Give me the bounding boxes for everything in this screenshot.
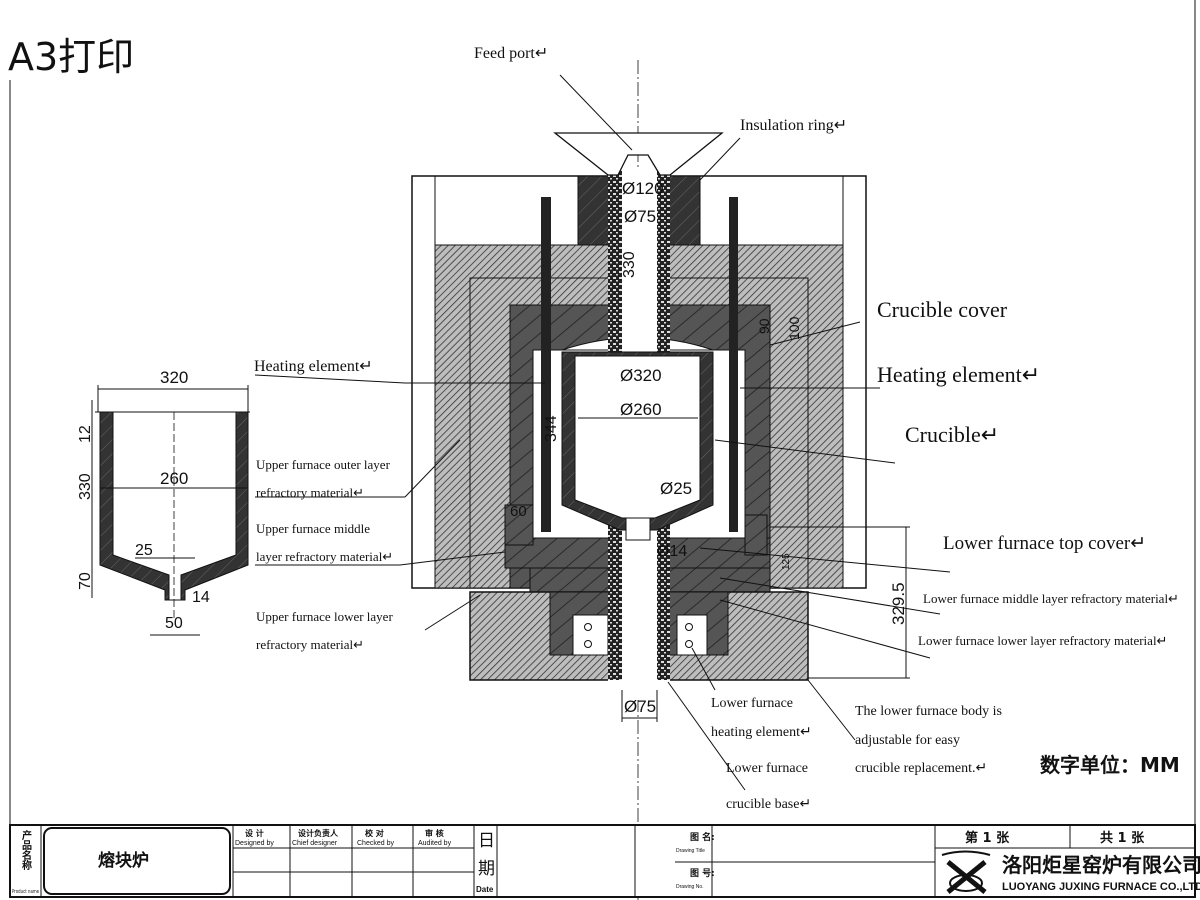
label-insulation-ring: Insulation ring↵ — [740, 117, 847, 134]
svg-text:adjustable for easy: adjustable for easy — [855, 733, 960, 748]
units-note: 数字单位：MM — [1040, 753, 1180, 777]
callout-labels: Feed port↵ Insulation ring↵ Crucible cov… — [254, 45, 1180, 812]
svg-text:Ø260: Ø260 — [620, 400, 662, 419]
print-size-label: A3打印 — [8, 35, 134, 79]
svg-text:50: 50 — [165, 615, 183, 632]
svg-text:330: 330 — [621, 251, 638, 278]
svg-text:crucible replacement.↵: crucible replacement.↵ — [855, 761, 987, 776]
svg-text:Ø25: Ø25 — [660, 479, 692, 498]
svg-text:Designed by: Designed by — [235, 840, 274, 847]
svg-text:layer refractory material↵: layer refractory material↵ — [256, 549, 393, 564]
svg-text:Ø75: Ø75 — [624, 697, 656, 716]
svg-text:共 1 张: 共 1 张 — [1100, 830, 1145, 846]
label-heating-element-right: Heating element↵ — [877, 362, 1040, 387]
main-dimensions: Ø120 Ø75 330 90 100 Ø320 Ø260 344 Ø25 60… — [510, 179, 910, 722]
feed-hopper — [553, 132, 724, 176]
svg-text:日: 日 — [478, 831, 495, 851]
label-crucible-cover: Crucible cover — [877, 297, 1008, 322]
svg-text:90: 90 — [756, 318, 772, 334]
svg-text:70: 70 — [77, 572, 94, 590]
svg-text:100: 100 — [786, 316, 802, 340]
label-feed-port: Feed port↵ — [474, 45, 548, 62]
svg-text:Upper furnace outer layer: Upper furnace outer layer — [256, 457, 391, 472]
company-logo — [941, 850, 991, 894]
svg-text:Drawing No.: Drawing No. — [676, 884, 704, 890]
heating-element-left — [541, 197, 551, 532]
svg-text:Date: Date — [476, 885, 494, 894]
svg-text:Upper furnace lower layer: Upper furnace lower layer — [256, 609, 393, 624]
svg-text:260: 260 — [160, 469, 188, 488]
svg-text:Lower furnace lower layer refr: Lower furnace lower layer refractory mat… — [918, 633, 1167, 648]
svg-text:330: 330 — [77, 473, 94, 500]
svg-text:Lower furnace middle layer ref: Lower furnace middle layer refractory ma… — [923, 591, 1179, 606]
svg-text:审 核: 审 核 — [425, 828, 444, 838]
company-name-cn: 洛阳炬星窑炉有限公司 — [1002, 853, 1200, 877]
svg-text:Ø320: Ø320 — [620, 366, 662, 385]
svg-text:Lower furnace: Lower furnace — [726, 761, 808, 776]
svg-text:60: 60 — [510, 503, 527, 520]
svg-text:Lower furnace: Lower furnace — [711, 696, 793, 711]
svg-text:图 名:: 图 名: — [690, 831, 715, 843]
svg-text:crucible base↵: crucible base↵ — [726, 797, 811, 812]
svg-text:第 1 张: 第 1 张 — [965, 830, 1010, 846]
svg-text:Ø120: Ø120 — [622, 179, 664, 198]
label-heating-element-left: Heating element↵ — [254, 358, 373, 375]
lower-heating-element-left — [572, 614, 609, 656]
company-name-en: LUOYANG JUXING FURNACE CO.,LTD — [1002, 881, 1200, 893]
svg-text:Drawing Title: Drawing Title — [676, 848, 705, 854]
title-block: 产品名称 Product name 熔块炉 设 计 Designed by 设计… — [9, 824, 1200, 898]
leader-lines — [254, 74, 951, 791]
svg-text:The lower furnace body is: The lower furnace body is — [855, 704, 1002, 719]
heating-element-right — [729, 197, 738, 532]
svg-text:图 号:: 图 号: — [690, 868, 715, 879]
label-crucible: Crucible↵ — [905, 422, 999, 447]
main-furnace-section — [411, 132, 867, 700]
product-name-label-en: Product name — [12, 889, 39, 895]
svg-text:Upper furnace middle: Upper furnace middle — [256, 521, 370, 536]
svg-text:329.5: 329.5 — [889, 582, 908, 625]
svg-text:设计负责人: 设计负责人 — [298, 828, 339, 838]
svg-text:320: 320 — [160, 368, 188, 387]
svg-text:Ø75: Ø75 — [624, 207, 656, 226]
product-name-label: 产品名称 — [20, 829, 32, 871]
svg-text:期: 期 — [478, 859, 495, 879]
product-name: 熔块炉 — [98, 850, 149, 871]
svg-text:Chief designer: Chief designer — [292, 840, 338, 847]
svg-text:25: 25 — [135, 542, 153, 559]
svg-text:14: 14 — [192, 589, 210, 606]
label-lower-top-cover: Lower furnace top cover↵ — [943, 533, 1146, 554]
crucible-detail: 320 260 12 330 70 25 14 50 — [77, 368, 250, 636]
svg-text:Ø14: Ø14 — [657, 543, 687, 560]
svg-text:refractory material↵: refractory material↵ — [256, 637, 364, 652]
svg-text:refractory material↵: refractory material↵ — [256, 485, 364, 500]
svg-text:12: 12 — [77, 425, 94, 443]
svg-text:Checked by: Checked by — [357, 840, 394, 847]
svg-text:344: 344 — [543, 415, 560, 442]
svg-text:125: 125 — [781, 553, 792, 570]
svg-text:Audited by: Audited by — [418, 840, 452, 847]
svg-text:heating element↵: heating element↵ — [711, 725, 812, 740]
svg-text:校 对: 校 对 — [365, 828, 384, 838]
svg-text:设 计: 设 计 — [245, 828, 264, 838]
